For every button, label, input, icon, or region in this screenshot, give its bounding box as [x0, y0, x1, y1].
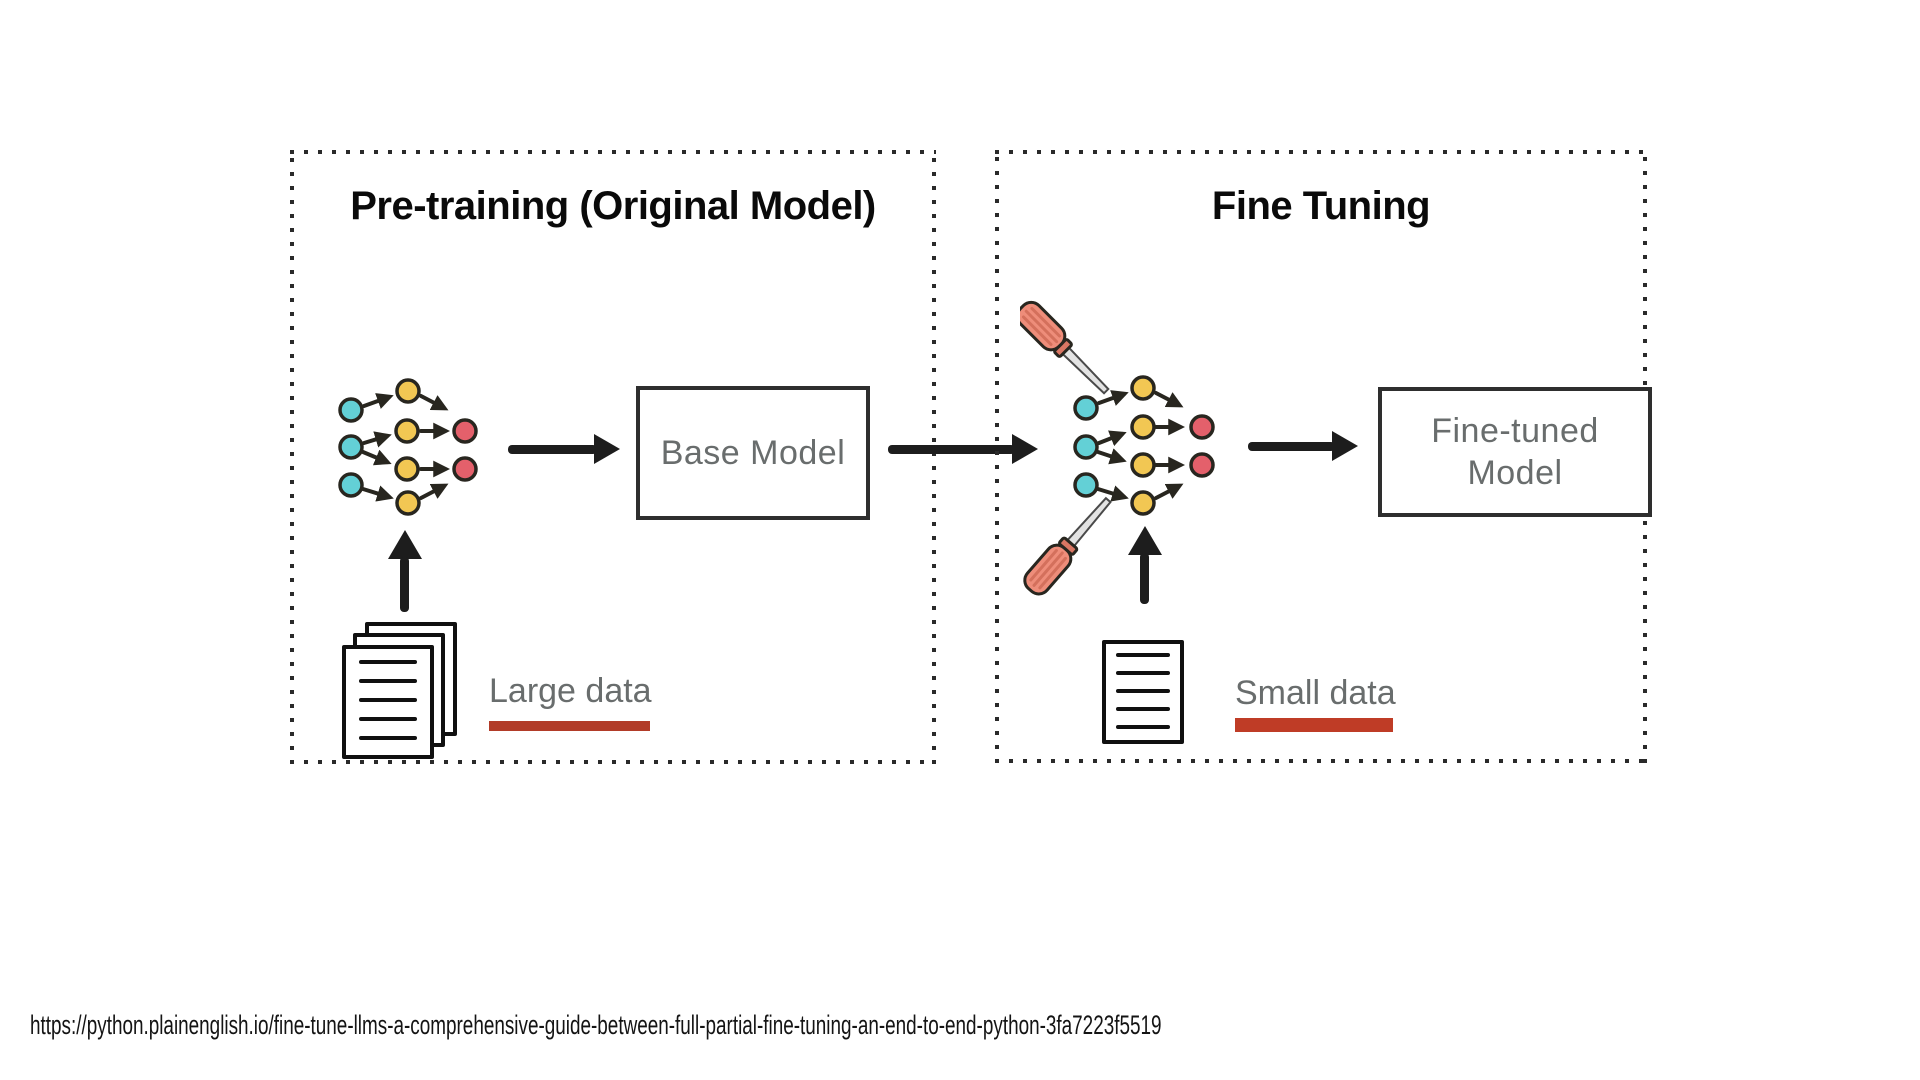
document-line	[1116, 689, 1170, 693]
document-line	[359, 679, 417, 683]
neural-network-icon	[1020, 300, 1215, 596]
document-line	[1116, 671, 1170, 675]
network-nodes	[338, 378, 478, 516]
document-line	[359, 698, 417, 702]
large-data-underline	[489, 721, 650, 731]
document-line	[359, 717, 417, 721]
arrow-shaft	[1140, 553, 1149, 604]
document-line	[359, 660, 417, 664]
screwdriver-icon	[1023, 496, 1112, 596]
arrow-head	[1128, 526, 1162, 555]
finetuning-title: Fine Tuning	[1211, 184, 1431, 228]
pretraining-title: Pre-training (Original Model)	[350, 184, 876, 228]
base-model-label: Base Model	[660, 433, 846, 472]
neural-network-icon	[338, 378, 478, 516]
base-model-box: Base Model	[636, 386, 870, 520]
arrow-head	[594, 434, 620, 464]
document-line	[1116, 707, 1170, 711]
arrow-head	[388, 530, 422, 559]
screwdriver-icon	[1020, 300, 1110, 395]
arrow-data-to-network	[388, 530, 422, 612]
network-connections	[1096, 390, 1186, 502]
document-page	[1102, 640, 1184, 744]
arrow-shaft	[508, 445, 597, 454]
small-data-underline	[1235, 718, 1393, 732]
small-data-label: Small data	[1235, 674, 1396, 712]
arrow-network-to-finetuned-model	[1248, 431, 1358, 461]
document-page	[342, 645, 434, 759]
document-line	[1116, 653, 1170, 657]
arrow-head	[1332, 431, 1358, 461]
finetuned-model-box: Fine-tuned Model	[1378, 387, 1652, 517]
source-url: https://python.plainenglish.io/fine-tune…	[30, 1010, 1162, 1040]
network-connections	[361, 393, 451, 502]
document-line	[359, 736, 417, 740]
document-line	[1116, 725, 1170, 729]
finetuned-model-label: Fine-tuned Model	[1431, 411, 1599, 493]
large-data-label: Large data	[489, 672, 652, 710]
document-icon	[1102, 640, 1184, 744]
arrow-network-to-base-model	[508, 434, 620, 464]
arrow-shaft	[1248, 442, 1335, 451]
arrow-smalldata-to-network	[1128, 526, 1162, 604]
document-text-lines	[1106, 644, 1180, 729]
arrow-shaft	[400, 557, 409, 612]
network-nodes	[1073, 375, 1215, 516]
arrow-shaft	[888, 445, 1015, 454]
document-text-lines	[346, 649, 430, 740]
document-stack-icon	[342, 622, 457, 759]
